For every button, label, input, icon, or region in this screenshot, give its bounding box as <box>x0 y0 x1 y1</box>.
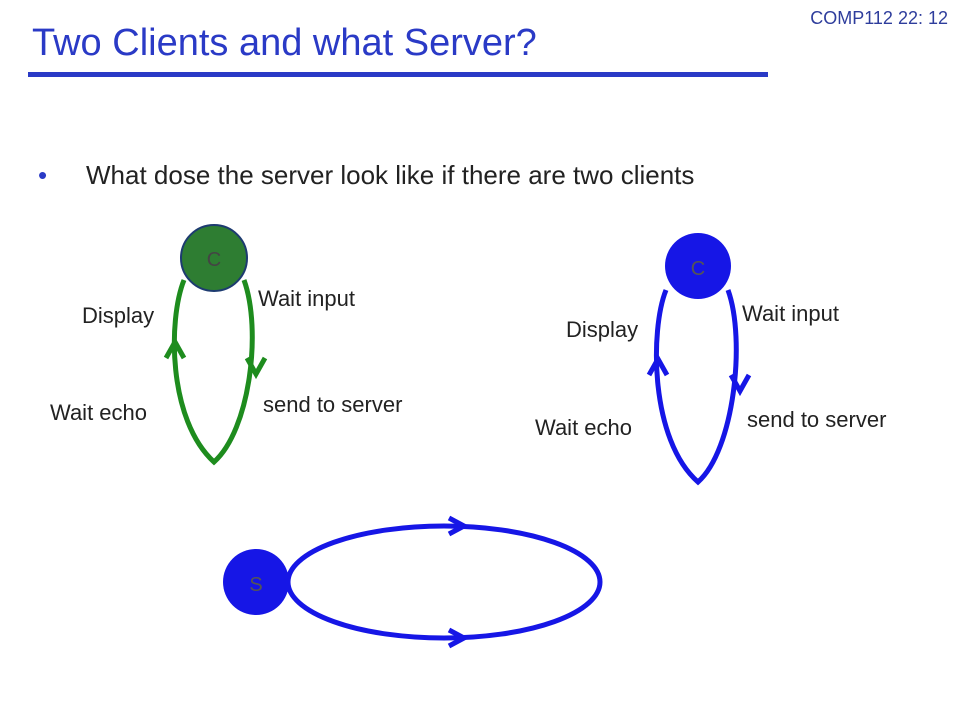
bullet-item: • What dose the server look like if ther… <box>38 160 694 191</box>
client-right-display-label: Display <box>566 317 638 342</box>
bullet-text: What dose the server look like if there … <box>86 160 695 190</box>
server-diagram: S <box>223 515 603 649</box>
client-right-down-arrow <box>728 373 752 397</box>
client-left-diagram: C Display Wait input Wait echo send to s… <box>50 224 402 466</box>
client-right-up-arrow <box>646 353 670 377</box>
bullet-marker: • <box>38 160 48 190</box>
client-left-node <box>180 224 248 292</box>
client-left-display-label: Display <box>82 303 154 328</box>
server-node <box>223 549 289 615</box>
server-loop <box>285 523 603 641</box>
server-top-arrow <box>447 515 470 537</box>
server-bottom-arrow <box>447 627 470 649</box>
client-left-wait-echo-label: Wait echo <box>50 400 147 425</box>
client-right-wait-input-label: Wait input <box>742 301 839 326</box>
client-left-loop <box>171 279 255 466</box>
client-left-wait-input-label: Wait input <box>258 286 355 311</box>
client-right-send-label: send to server <box>747 407 886 432</box>
title-underline <box>28 72 768 77</box>
client-right-node-label: C <box>691 258 705 280</box>
server-node-label: S <box>249 574 262 596</box>
client-left-up-arrow <box>163 336 187 360</box>
client-right-node <box>665 233 731 299</box>
slide-title: Two Clients and what Server? <box>32 22 537 64</box>
client-left-down-arrow <box>244 356 268 380</box>
client-right-loop <box>654 289 739 486</box>
client-right-diagram: C Display Wait input Wait echo send to s… <box>535 233 886 486</box>
client-right-wait-echo-label: Wait echo <box>535 415 632 440</box>
client-left-node-label: C <box>207 249 221 271</box>
slide-number: COMP112 22: 12 <box>810 8 948 28</box>
client-left-send-label: send to server <box>263 392 402 417</box>
